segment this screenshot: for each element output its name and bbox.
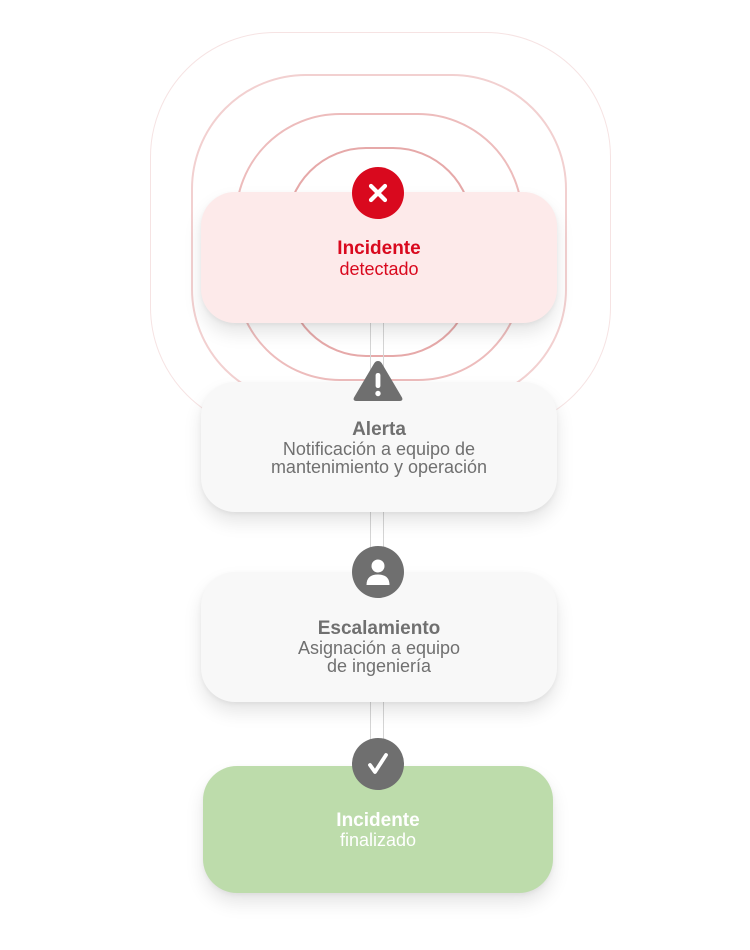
step-title: Alerta bbox=[352, 419, 406, 440]
connector-alert-escalation bbox=[370, 510, 384, 574]
step-alert: Alerta Notificación a equipo de mantenim… bbox=[201, 382, 557, 512]
step-description-line: Asignación a equipo bbox=[297, 638, 461, 658]
user-icon bbox=[352, 546, 404, 598]
x-icon bbox=[352, 167, 404, 219]
step-description-line: de ingeniería bbox=[326, 656, 432, 676]
step-description: detectado bbox=[201, 260, 557, 278]
step-description: Notificación a equipo de mantenimiento y… bbox=[201, 440, 557, 476]
step-description: Asignación a equipo de ingeniería bbox=[201, 639, 557, 675]
step-description-line: mantenimiento y operación bbox=[270, 457, 488, 477]
step-description-line: finalizado bbox=[339, 830, 417, 850]
step-title: Escalamiento bbox=[317, 618, 441, 639]
warning-icon bbox=[352, 359, 404, 403]
step-description-line: detectado bbox=[339, 259, 419, 279]
step-title: Incidente bbox=[336, 810, 420, 831]
step-title: Incidente bbox=[337, 238, 421, 259]
check-icon bbox=[352, 738, 404, 790]
connector-detected-alert bbox=[370, 322, 384, 384]
connector-escalation-finalized bbox=[370, 700, 384, 768]
step-description: finalizado bbox=[203, 831, 553, 849]
step-description-line: Notificación a equipo de bbox=[282, 439, 476, 459]
